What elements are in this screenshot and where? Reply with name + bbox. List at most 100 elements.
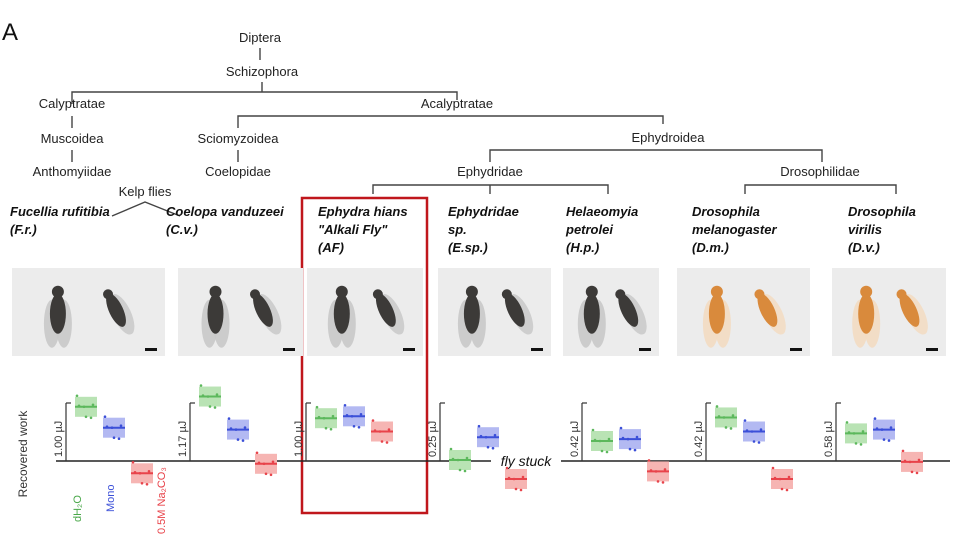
species-label-cv-2: (C.v.) — [166, 222, 198, 237]
scale-bar — [790, 348, 802, 351]
species-label-af-1: Ephydra hians — [318, 204, 408, 219]
photo-background — [438, 268, 551, 356]
point-D.v.-1 — [854, 442, 858, 445]
unit-label-C.v.: 1.17 µJ — [177, 421, 189, 457]
point-C.v.-3 — [269, 473, 273, 477]
point-AF-2 — [345, 414, 349, 417]
fly-head — [896, 289, 907, 300]
point-D.v.-3 — [901, 449, 905, 453]
point-F.r.-3 — [133, 471, 137, 474]
fly-head — [465, 285, 478, 298]
unit-label-F.r.: 1.00 µJ — [53, 421, 65, 457]
photo-cv — [178, 268, 303, 356]
legend-na2co3: 0.5M Na₂CO₃ — [156, 467, 168, 534]
point-E.sp.-1 — [451, 457, 455, 461]
point-AF-3 — [373, 429, 377, 432]
point-D.v.-2 — [882, 438, 886, 441]
point-H.p.-2 — [635, 435, 639, 439]
point-D.m.-1 — [729, 427, 733, 430]
point-E.sp.-1 — [465, 456, 469, 460]
point-H.p.-3 — [647, 459, 651, 462]
species-label-fr-2: (F.r.) — [10, 222, 37, 237]
fly-head — [754, 289, 765, 300]
point-F.r.-1 — [84, 415, 88, 419]
point-D.v.-1 — [852, 432, 856, 435]
species-label-hp-3: (H.p.) — [566, 240, 599, 255]
point-E.sp.-2 — [477, 424, 481, 428]
node-acalyptratae: Acalyptratae — [421, 96, 493, 111]
point-E.sp.-3 — [514, 487, 518, 491]
fly-body — [253, 293, 273, 327]
point-AF-2 — [343, 404, 347, 407]
species-label-dv-2: virilis — [848, 222, 882, 237]
scale-bar — [639, 348, 651, 351]
species-label-dm-3: (D.m.) — [692, 240, 729, 255]
point-D.m.-2 — [759, 428, 763, 431]
photo-af — [307, 268, 423, 356]
point-D.v.-3 — [910, 470, 914, 474]
point-C.v.-1 — [201, 394, 205, 397]
species-label-cv-1: Coelopa vanduzeei — [166, 204, 284, 219]
point-AF-2 — [350, 415, 354, 418]
fly-head — [615, 289, 626, 300]
point-F.r.-2 — [110, 426, 114, 430]
point-D.v.-2 — [880, 428, 884, 431]
fly-head — [51, 285, 64, 298]
point-D.v.-1 — [845, 421, 849, 424]
point-D.v.-2 — [873, 417, 877, 420]
species-labels: Fucellia rufitibia(F.r.)Coelopa vanduzee… — [10, 204, 916, 255]
point-D.m.-2 — [750, 430, 754, 433]
fly-body — [463, 293, 480, 334]
point-H.p.-3 — [654, 470, 658, 473]
point-D.m.-1 — [724, 426, 728, 429]
point-H.p.-3 — [649, 469, 653, 472]
photo-background — [563, 268, 659, 356]
point-E.sp.-3 — [505, 466, 509, 470]
species-label-esp-2: sp. — [448, 222, 467, 237]
point-AF-1 — [315, 405, 319, 409]
point-F.r.-3 — [138, 472, 142, 475]
photo-background — [12, 268, 165, 356]
point-AF-1 — [317, 415, 321, 419]
point-C.v.-1 — [199, 384, 203, 387]
point-E.sp.-3 — [521, 475, 525, 479]
point-D.m.-1 — [731, 414, 735, 417]
point-AF-2 — [359, 413, 363, 416]
photo-dv — [832, 268, 946, 356]
point-F.r.-1 — [91, 403, 95, 407]
photo-dm — [677, 268, 810, 356]
point-E.sp.-1 — [463, 469, 467, 473]
phylogeny-tree: Diptera Schizophora Calyptratae Acalyptr… — [33, 30, 897, 217]
unit-label-AF: 1.00 µJ — [293, 421, 305, 457]
link-ephydroidea — [489, 149, 823, 162]
fly-head — [860, 285, 873, 298]
point-E.sp.-1 — [449, 447, 453, 451]
point-F.r.-3 — [147, 470, 151, 473]
species-label-hp-1: Helaeomyia — [566, 204, 638, 219]
point-D.m.-1 — [715, 405, 719, 408]
point-H.p.-2 — [626, 437, 630, 441]
fly-body — [757, 293, 778, 327]
point-F.r.-1 — [89, 416, 93, 420]
point-AF-1 — [324, 426, 328, 430]
node-ephydridae: Ephydridae — [457, 164, 523, 179]
species-label-esp-1: Ephydridae — [448, 204, 519, 219]
link-acalyptratae — [237, 115, 664, 128]
link-split-root — [71, 91, 458, 104]
fly-body — [583, 293, 600, 334]
point-AF-1 — [329, 427, 333, 431]
photo-hp — [563, 268, 659, 356]
fly-head — [585, 285, 598, 298]
point-D.m.-2 — [745, 429, 749, 432]
fly-stuck-label-bg — [491, 452, 561, 470]
unit-label-E.sp.: 0.25 µJ — [427, 421, 439, 457]
point-E.sp.-2 — [486, 445, 490, 449]
point-C.v.-1 — [213, 406, 217, 409]
photo-fr — [12, 268, 165, 356]
photo-esp — [438, 268, 551, 356]
point-D.v.-3 — [917, 458, 921, 462]
node-anthomyiidae: Anthomyiidae — [33, 164, 112, 179]
